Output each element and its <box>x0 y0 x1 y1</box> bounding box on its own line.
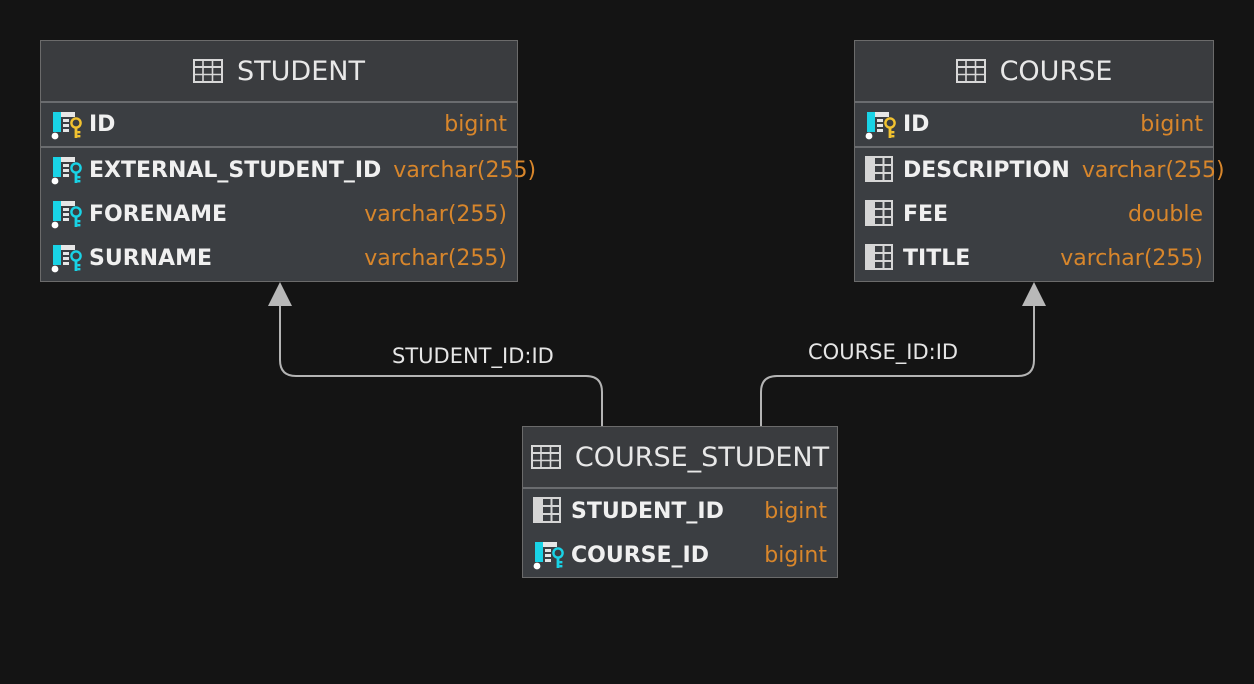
column-name: SURNAME <box>89 245 213 271</box>
column-row[interactable]: ID bigint <box>855 103 1213 148</box>
student-relationship-arrowhead <box>268 282 292 306</box>
key-column-icon <box>51 155 82 185</box>
column-row[interactable]: SURNAME varchar(255) <box>41 236 517 280</box>
column-type: bigint <box>764 498 827 524</box>
student-relationship-label: STUDENT_ID:ID <box>392 344 554 369</box>
column-row[interactable]: COURSE_ID bigint <box>523 533 837 577</box>
column-type: varchar(255) <box>1060 245 1203 271</box>
student-relationship-line[interactable] <box>279 304 603 426</box>
entity-title: COURSE_STUDENT <box>574 441 830 473</box>
entity-course[interactable]: COURSE ID bigint DESCRIPTION varchar(255… <box>854 40 1225 282</box>
column-icon <box>865 200 893 226</box>
entity-header[interactable]: COURSE <box>855 41 1213 103</box>
column-row[interactable]: FEE double <box>855 192 1213 236</box>
column-name: FORENAME <box>89 201 228 227</box>
column-type: bigint <box>764 542 827 568</box>
column-type: varchar(255) <box>1081 157 1225 183</box>
course-relationship-line[interactable] <box>760 304 1035 426</box>
column-name: DESCRIPTION <box>903 157 1070 183</box>
entity-title: STUDENT <box>237 55 365 87</box>
column-name: ID <box>89 112 116 137</box>
entity-header[interactable]: STUDENT <box>41 41 517 103</box>
course-relationship-label: COURSE_ID:ID <box>808 340 958 365</box>
key-column-icon <box>51 243 82 273</box>
column-icon <box>865 156 893 182</box>
column-row[interactable]: FORENAME varchar(255) <box>41 192 517 236</box>
column-type: bigint <box>444 112 507 137</box>
column-name: FEE <box>903 201 949 227</box>
primary-key-icon <box>51 110 82 140</box>
column-name: TITLE <box>903 245 971 271</box>
primary-key-icon <box>865 110 896 140</box>
column-name: STUDENT_ID <box>571 498 724 524</box>
entity-student[interactable]: STUDENT ID bigint EXTERNAL_STUDENT_ID va… <box>40 40 536 282</box>
column-name: COURSE_ID <box>571 542 709 568</box>
table-icon <box>193 59 224 83</box>
column-icon <box>865 244 893 270</box>
column-row[interactable]: TITLE varchar(255) <box>855 236 1213 280</box>
column-type: varchar(255) <box>393 157 537 183</box>
column-name: ID <box>903 112 930 137</box>
column-row[interactable]: EXTERNAL_STUDENT_ID varchar(255) <box>41 148 536 192</box>
entity-header[interactable]: COURSE_STUDENT <box>523 427 837 489</box>
column-row[interactable]: STUDENT_ID bigint <box>523 489 837 533</box>
column-row[interactable]: ID bigint <box>41 103 517 148</box>
column-name: EXTERNAL_STUDENT_ID <box>89 157 382 183</box>
table-icon <box>530 445 561 469</box>
key-column-icon <box>51 199 82 229</box>
table-icon <box>955 59 986 83</box>
column-type: bigint <box>1140 112 1203 137</box>
column-type: varchar(255) <box>364 245 507 271</box>
entity-course-student[interactable]: COURSE_STUDENT STUDENT_ID bigint COURSE_… <box>522 426 838 578</box>
column-type: double <box>1128 201 1203 227</box>
course-relationship-arrowhead <box>1022 282 1046 306</box>
entity-title: COURSE <box>999 55 1113 87</box>
column-row[interactable]: DESCRIPTION varchar(255) <box>855 148 1225 192</box>
column-icon <box>533 497 561 523</box>
key-column-icon <box>533 540 564 570</box>
column-type: varchar(255) <box>364 201 507 227</box>
